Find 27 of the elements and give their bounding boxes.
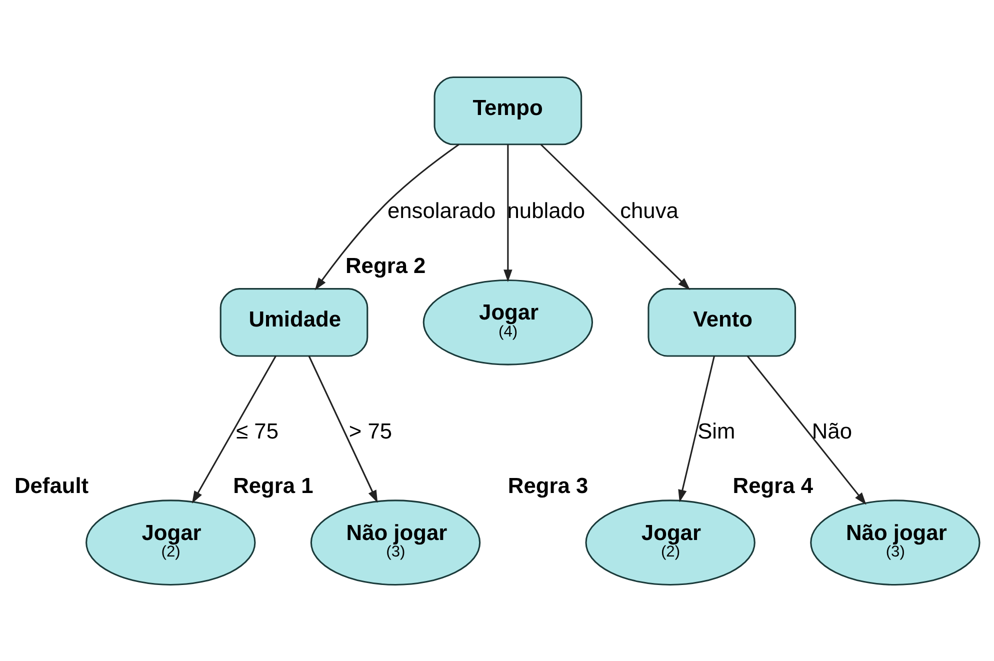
node-box: Umidade	[220, 288, 368, 356]
edge-label: chuva	[620, 198, 678, 223]
arrow	[678, 355, 716, 502]
arrow	[746, 355, 866, 504]
node-label: Regra 1	[233, 472, 314, 498]
node-ellipse: Não jogar (3)	[310, 499, 481, 586]
node-box: Vento	[648, 288, 796, 356]
edge-label: nublado	[507, 198, 586, 223]
node-label: Regra 2	[346, 252, 426, 278]
edge-label: ≤ 75	[236, 418, 278, 443]
node-label: Default	[14, 472, 89, 498]
arrow	[308, 355, 378, 502]
node-ellipse: Jogar (2)	[585, 499, 756, 586]
node-label: Regra 3	[508, 472, 588, 498]
node-label: Regra 4	[732, 472, 813, 498]
edge-label: ensolarado	[387, 198, 496, 223]
node-ellipse: Jogar (4)	[422, 278, 594, 365]
arrow	[192, 355, 276, 504]
node-ellipse: Não jogar (3)	[810, 499, 980, 586]
node-box: Tempo	[434, 76, 582, 145]
arrow	[314, 143, 460, 290]
edge-label: Não	[812, 418, 852, 443]
node-ellipse: Jogar (2)	[86, 499, 256, 586]
arrow	[540, 143, 690, 290]
edge-label: > 75	[348, 418, 392, 443]
edge-label: Sim	[698, 418, 736, 443]
arrow	[504, 144, 512, 282]
